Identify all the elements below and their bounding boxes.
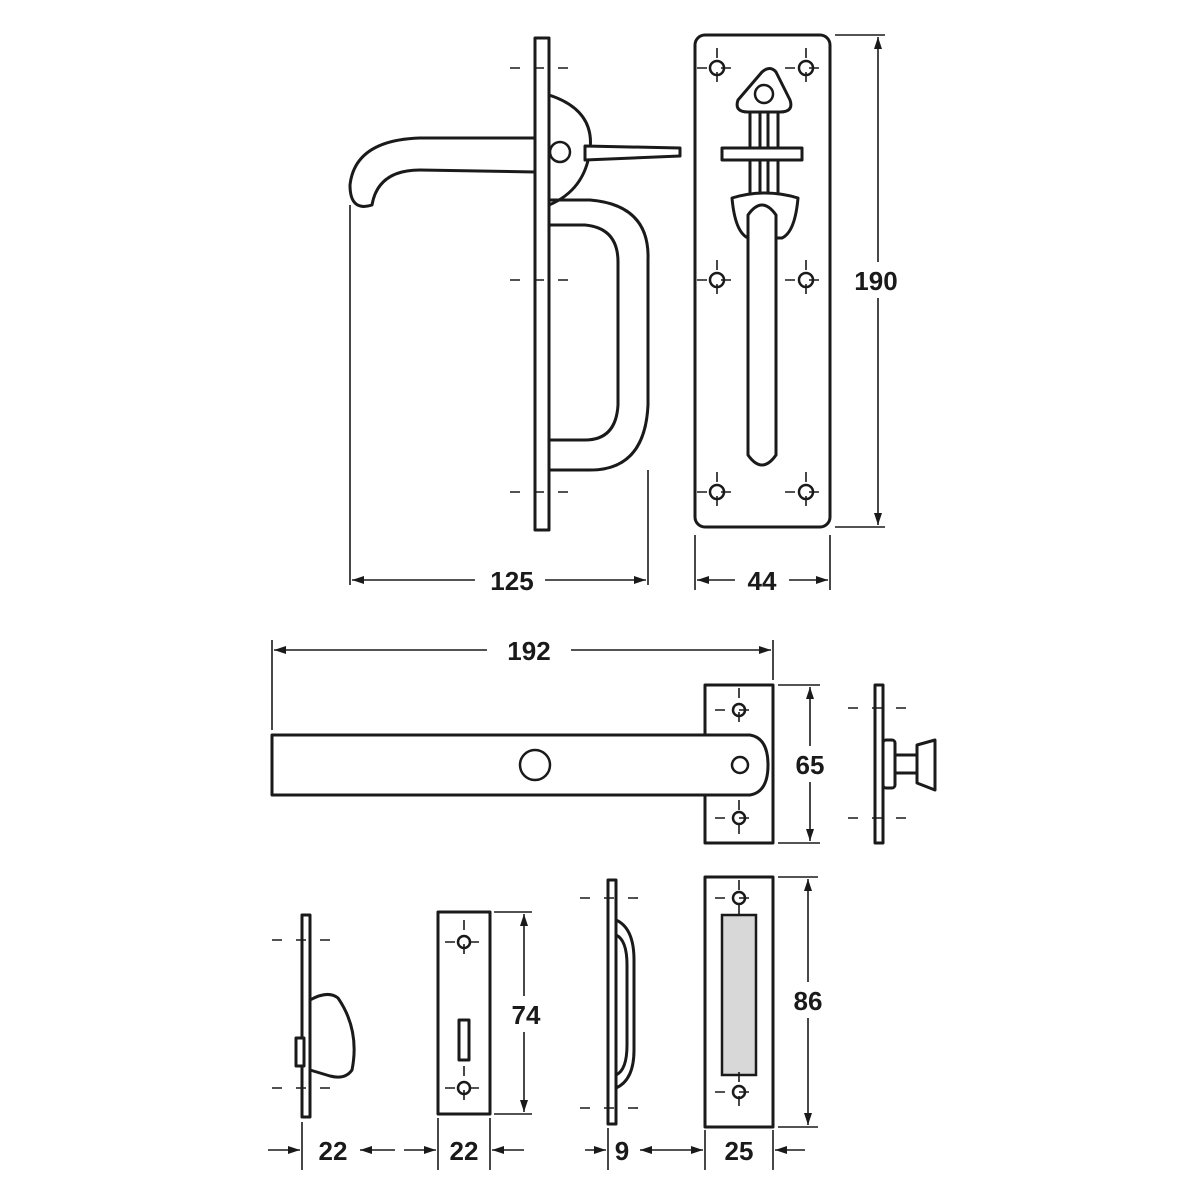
- catch-side-view: 22: [268, 913, 395, 1170]
- backplate-front-view: 190 44: [693, 33, 907, 596]
- catch-slot: [457, 1018, 471, 1062]
- dimension-backplate-height: 190: [854, 266, 897, 296]
- receiver-front-view: 86 25: [672, 875, 834, 1170]
- thumb-hole-icon: [753, 83, 775, 105]
- pull-handle-inner: [547, 223, 620, 442]
- receiver-side-view: 9: [580, 878, 672, 1170]
- bar-pivot-hole-icon: [518, 748, 552, 782]
- dimension-bar-length: 192: [507, 636, 550, 666]
- catch-plate-front-view: 74 22: [404, 910, 550, 1170]
- bar-end-hole-icon: [730, 755, 750, 775]
- lever-arm: [348, 136, 537, 208]
- bar-keep-side-view: [848, 683, 937, 845]
- dimension-pull-projection: 9: [615, 1136, 629, 1166]
- latch-bar-view: 192 65: [270, 632, 838, 845]
- dimension-receiver-plate-width: 25: [725, 1136, 754, 1166]
- dimension-keep-plate-height: 65: [796, 750, 825, 780]
- dimension-catch-plate-width: 22: [450, 1136, 479, 1166]
- dimension-catch-projection: 22: [319, 1136, 348, 1166]
- backplate-screw-holes: [697, 48, 828, 514]
- spindle-hole-icon: [548, 140, 572, 164]
- receiver-slot: [720, 913, 758, 1077]
- lever-tail: [583, 144, 682, 162]
- lever-mounting-plate: [533, 36, 551, 532]
- dimension-catch-plate-height: 74: [512, 1000, 541, 1030]
- catch-hook: [308, 993, 356, 1079]
- receiver-bridge: [614, 918, 636, 1090]
- dimension-receiver-plate-height: 86: [794, 986, 823, 1016]
- pull-handle-outer: [547, 198, 650, 472]
- dimension-lever-projection: 125: [490, 566, 533, 596]
- dimension-backplate-width: 44: [748, 566, 777, 596]
- lever-handle-side-view: 125: [348, 36, 682, 596]
- keeper-bar: [720, 146, 804, 162]
- lever-grip: [746, 203, 778, 467]
